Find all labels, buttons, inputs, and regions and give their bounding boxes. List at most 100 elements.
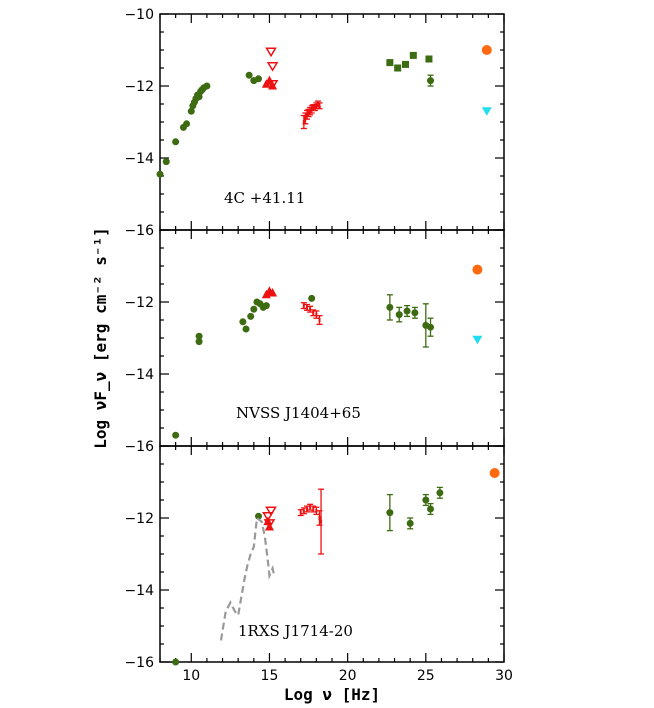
data-point xyxy=(263,516,273,526)
data-point xyxy=(308,294,316,302)
data-point xyxy=(422,496,430,504)
data-point xyxy=(172,138,180,146)
data-point xyxy=(312,105,315,110)
panel-label-4c-41-11: 4C +41.11 xyxy=(224,189,305,207)
data-point xyxy=(255,75,263,83)
data-point xyxy=(318,516,321,520)
data-point xyxy=(250,305,258,313)
data-point xyxy=(162,158,170,166)
data-point xyxy=(264,75,274,85)
data-point xyxy=(195,332,203,340)
panel-label-1rxs-j1714-20: 1RXS J1714-20 xyxy=(238,622,353,640)
data-point xyxy=(299,510,302,515)
x-tick-label: 25 xyxy=(417,668,435,684)
y-tick-label: −12 xyxy=(124,511,154,527)
x-tick-label: 20 xyxy=(339,668,357,684)
data-point xyxy=(305,305,308,310)
data-point xyxy=(265,506,277,517)
data-point xyxy=(411,309,419,317)
data-point xyxy=(305,507,308,511)
data-point xyxy=(302,508,305,513)
data-point xyxy=(318,103,321,108)
data-point xyxy=(386,59,394,67)
data-point xyxy=(305,112,308,117)
data-point xyxy=(427,323,435,331)
data-point xyxy=(247,312,255,320)
data-point xyxy=(183,120,191,128)
data-point xyxy=(318,318,321,322)
data-point xyxy=(172,658,180,666)
data-point xyxy=(401,60,409,68)
data-point xyxy=(472,335,483,345)
panel-label-nvss-j1404-65: NVSS J1404+65 xyxy=(236,404,361,422)
x-axis-label: Log ν [Hz] xyxy=(284,685,380,704)
panel-4c-41-11: −16 −14 −12 −10 4C +41.11 xyxy=(124,7,505,239)
data-point xyxy=(489,468,500,478)
data-point xyxy=(320,519,323,524)
data-point xyxy=(239,318,247,326)
data-point xyxy=(436,489,444,497)
y-tick-label: −12 xyxy=(124,79,154,95)
data-point xyxy=(195,93,203,101)
data-point xyxy=(313,105,316,110)
y-tick-label: −12 xyxy=(124,295,154,311)
x-tick-label: 10 xyxy=(182,668,200,684)
data-point xyxy=(472,264,483,275)
panel-nvss-j1404-65: −16 −14 −12 NVSS J1404+65 xyxy=(124,229,505,455)
data-point xyxy=(302,303,305,308)
data-point xyxy=(312,507,315,511)
data-point xyxy=(394,64,402,72)
data-point xyxy=(315,103,318,108)
data-point xyxy=(316,102,319,106)
data-point xyxy=(242,325,250,333)
y-axis-label: Log νF_ν [erg cm⁻² s⁻¹] xyxy=(91,227,110,449)
data-point xyxy=(307,111,310,115)
panel-frame-4c-41-11 xyxy=(159,13,505,231)
data-point xyxy=(268,81,278,90)
data-point xyxy=(403,307,411,315)
data-point xyxy=(195,338,203,346)
template-curve xyxy=(219,515,276,641)
data-point xyxy=(386,303,394,311)
data-point xyxy=(265,47,277,58)
data-point xyxy=(315,312,318,317)
y-tick-label: −16 xyxy=(124,439,154,455)
data-point xyxy=(425,55,433,63)
y-tick-label: −16 xyxy=(124,223,154,239)
data-point xyxy=(203,82,211,90)
y-tick-label: −10 xyxy=(124,7,154,23)
panel-marks-nvss-j1404-65: −16 −14 −12 xyxy=(124,229,505,455)
data-point xyxy=(310,107,313,112)
data-point xyxy=(268,288,278,297)
data-point xyxy=(386,509,394,517)
data-point xyxy=(156,170,164,178)
y-tick-label: −14 xyxy=(124,583,154,599)
data-point xyxy=(266,79,279,90)
data-point xyxy=(264,522,274,531)
data-point xyxy=(312,310,315,315)
data-point xyxy=(406,519,414,527)
data-point xyxy=(427,505,435,513)
data-point xyxy=(315,508,318,513)
x-tick-label: 30 xyxy=(495,668,513,684)
data-point xyxy=(427,77,435,85)
y-tick-label: −16 xyxy=(124,655,154,671)
data-point xyxy=(481,45,492,55)
data-point xyxy=(309,505,312,510)
panel-marks-4c-41-11: −16 −14 −12 −10 xyxy=(124,7,505,239)
data-point xyxy=(309,307,312,312)
data-point xyxy=(255,512,263,520)
data-point xyxy=(266,61,279,72)
data-point xyxy=(409,51,417,59)
data-point xyxy=(172,431,180,439)
y-tick-label: −14 xyxy=(124,367,154,383)
y-tick-label: −14 xyxy=(124,151,154,167)
data-point xyxy=(187,107,195,115)
data-point xyxy=(304,116,307,121)
data-point xyxy=(245,71,253,79)
data-point xyxy=(395,311,403,319)
data-point xyxy=(302,120,305,124)
